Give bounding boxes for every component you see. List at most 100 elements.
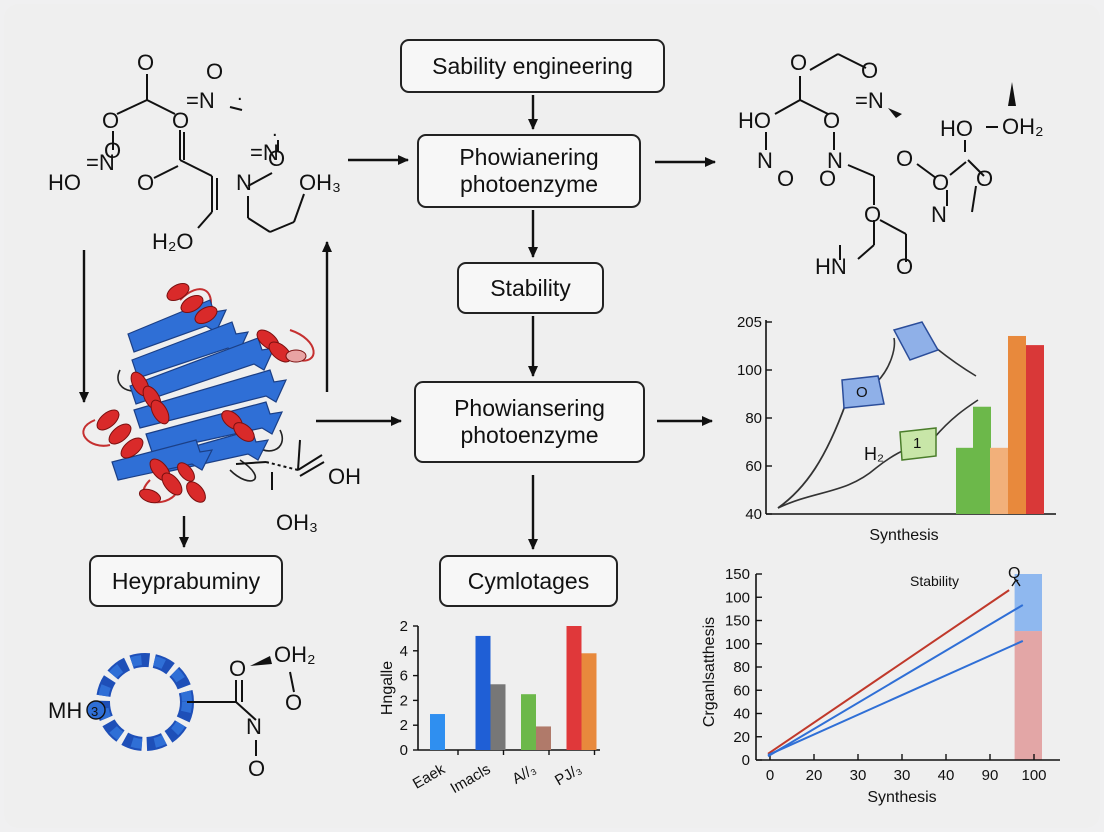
box-stability: Stability [457,262,604,314]
atom-oh3: OH₃ [299,170,341,195]
y-tick-label: 2 [400,717,408,734]
x-tick-label: Imacls [447,761,493,797]
shape-o [841,375,885,409]
label-1: 1 [913,435,921,452]
x-tick-label: 30 [894,767,911,784]
atom-o1: O [790,50,807,75]
protein-structure: OH OH₃ [82,282,361,535]
atom-n-ring-top: =N [250,140,279,165]
atom-oh2: OH₂ [1002,114,1044,139]
y-axis-label: Crganlsatthesis [701,617,718,727]
atom-hn: HN [815,254,847,279]
atom-o6: O [896,146,913,171]
trend-curve-2 [777,445,917,509]
label-o: O [856,384,868,401]
connector-2 [935,347,977,377]
y-tick-label: 100 [737,362,762,379]
y-tick-label: 2 [400,692,408,709]
atom-o2: O [861,58,878,83]
y-tick-label: 80 [733,659,750,676]
atom-bl-n: N [246,714,262,739]
atom-protein-oh3: OH₃ [276,510,318,535]
y-tick-label: 150 [725,566,750,583]
atom-n1: =N [855,88,884,113]
atom-o10: O [896,254,913,279]
caret-icon [1011,578,1021,587]
x-axis-label: Synthesis [867,789,936,806]
x-tick-label: 90 [982,767,999,784]
box-cymlotages: Cymlotages [439,555,618,607]
atom-mh: MH [48,698,82,723]
y-tick-label: 60 [733,682,750,699]
y-tick-label: 205 [737,314,762,331]
y-tick-label: 20 [733,729,750,746]
atom-dot-top: . [237,83,243,105]
atom-n4: N [931,202,947,227]
atom-dot-small: . [272,119,278,141]
legend-label: Stability [910,573,959,589]
box-photoenzyme-1: Phowianering photoenzyme [417,134,641,208]
x-tick-label: 40 [938,767,955,784]
series-line [767,604,1024,758]
y-tick-label: 0 [400,742,408,759]
bar [475,635,491,750]
bar [956,447,974,514]
atom-n-mid: =N [86,150,115,175]
atom-h2o: H₂O [152,229,194,254]
atom-o-top: O [137,50,154,75]
bar [1026,345,1044,514]
bar [990,447,1008,514]
molecule-bottom-left: MH 3 O OH₂ O N O [48,642,316,781]
y-tick-label: 6 [400,668,408,685]
atom-n3: N [827,148,843,173]
y-tick-label: 40 [745,506,762,523]
atom-n-top: =N [186,88,215,113]
y-tick-label: 80 [745,410,762,427]
shape-1 [899,427,937,461]
atom-o7: O [932,170,949,195]
atom-o-mid: O [172,108,189,133]
y-tick-label: 100 [725,636,750,653]
y-tick-label: 2 [400,618,408,635]
flow-arrows [79,95,716,550]
x-tick-label: 20 [806,767,823,784]
x-tick-label: Eaek [410,760,449,792]
x-tick-label: 100 [1021,767,1046,784]
x-tick-label: PJ/₃ [552,761,585,790]
box-heyprabuminy: Heyprabuminy [89,555,283,607]
atom-bl-o3: O [248,756,265,781]
atom-o-ring2: O [137,170,154,195]
atom-ho: HO [48,170,81,195]
atom-o-top-right: O [206,59,223,84]
top-label: Q [1008,565,1020,582]
atom-n2: N [757,148,773,173]
atom-o-left: O [102,108,119,133]
atom-ho: HO [738,108,771,133]
y-tick-label: 100 [725,589,750,606]
atom-o3: O [823,108,840,133]
trend-curve [777,402,847,509]
x-tick-label: 0 [766,767,774,784]
bar [973,406,991,514]
atom-bl-o1: O [229,656,246,681]
series-line [767,589,1010,755]
atom-o-ring3: O [268,146,285,171]
atom-ho2: HO [940,116,973,141]
x-tick-label: 30 [850,767,867,784]
y-tick-label: 4 [400,643,408,660]
atom-protein-oh: OH [328,464,361,489]
box-sability-engineering: Sability engineering [400,39,665,93]
bar [1008,335,1026,514]
connector [875,337,896,384]
atom-o4: O [777,166,794,191]
shaded-region [1014,574,1042,632]
atom-n-ring: N [236,170,252,195]
bar [536,726,551,750]
atom-o-ring: O [104,138,121,163]
shape-blue [892,321,940,361]
bar [430,714,445,750]
